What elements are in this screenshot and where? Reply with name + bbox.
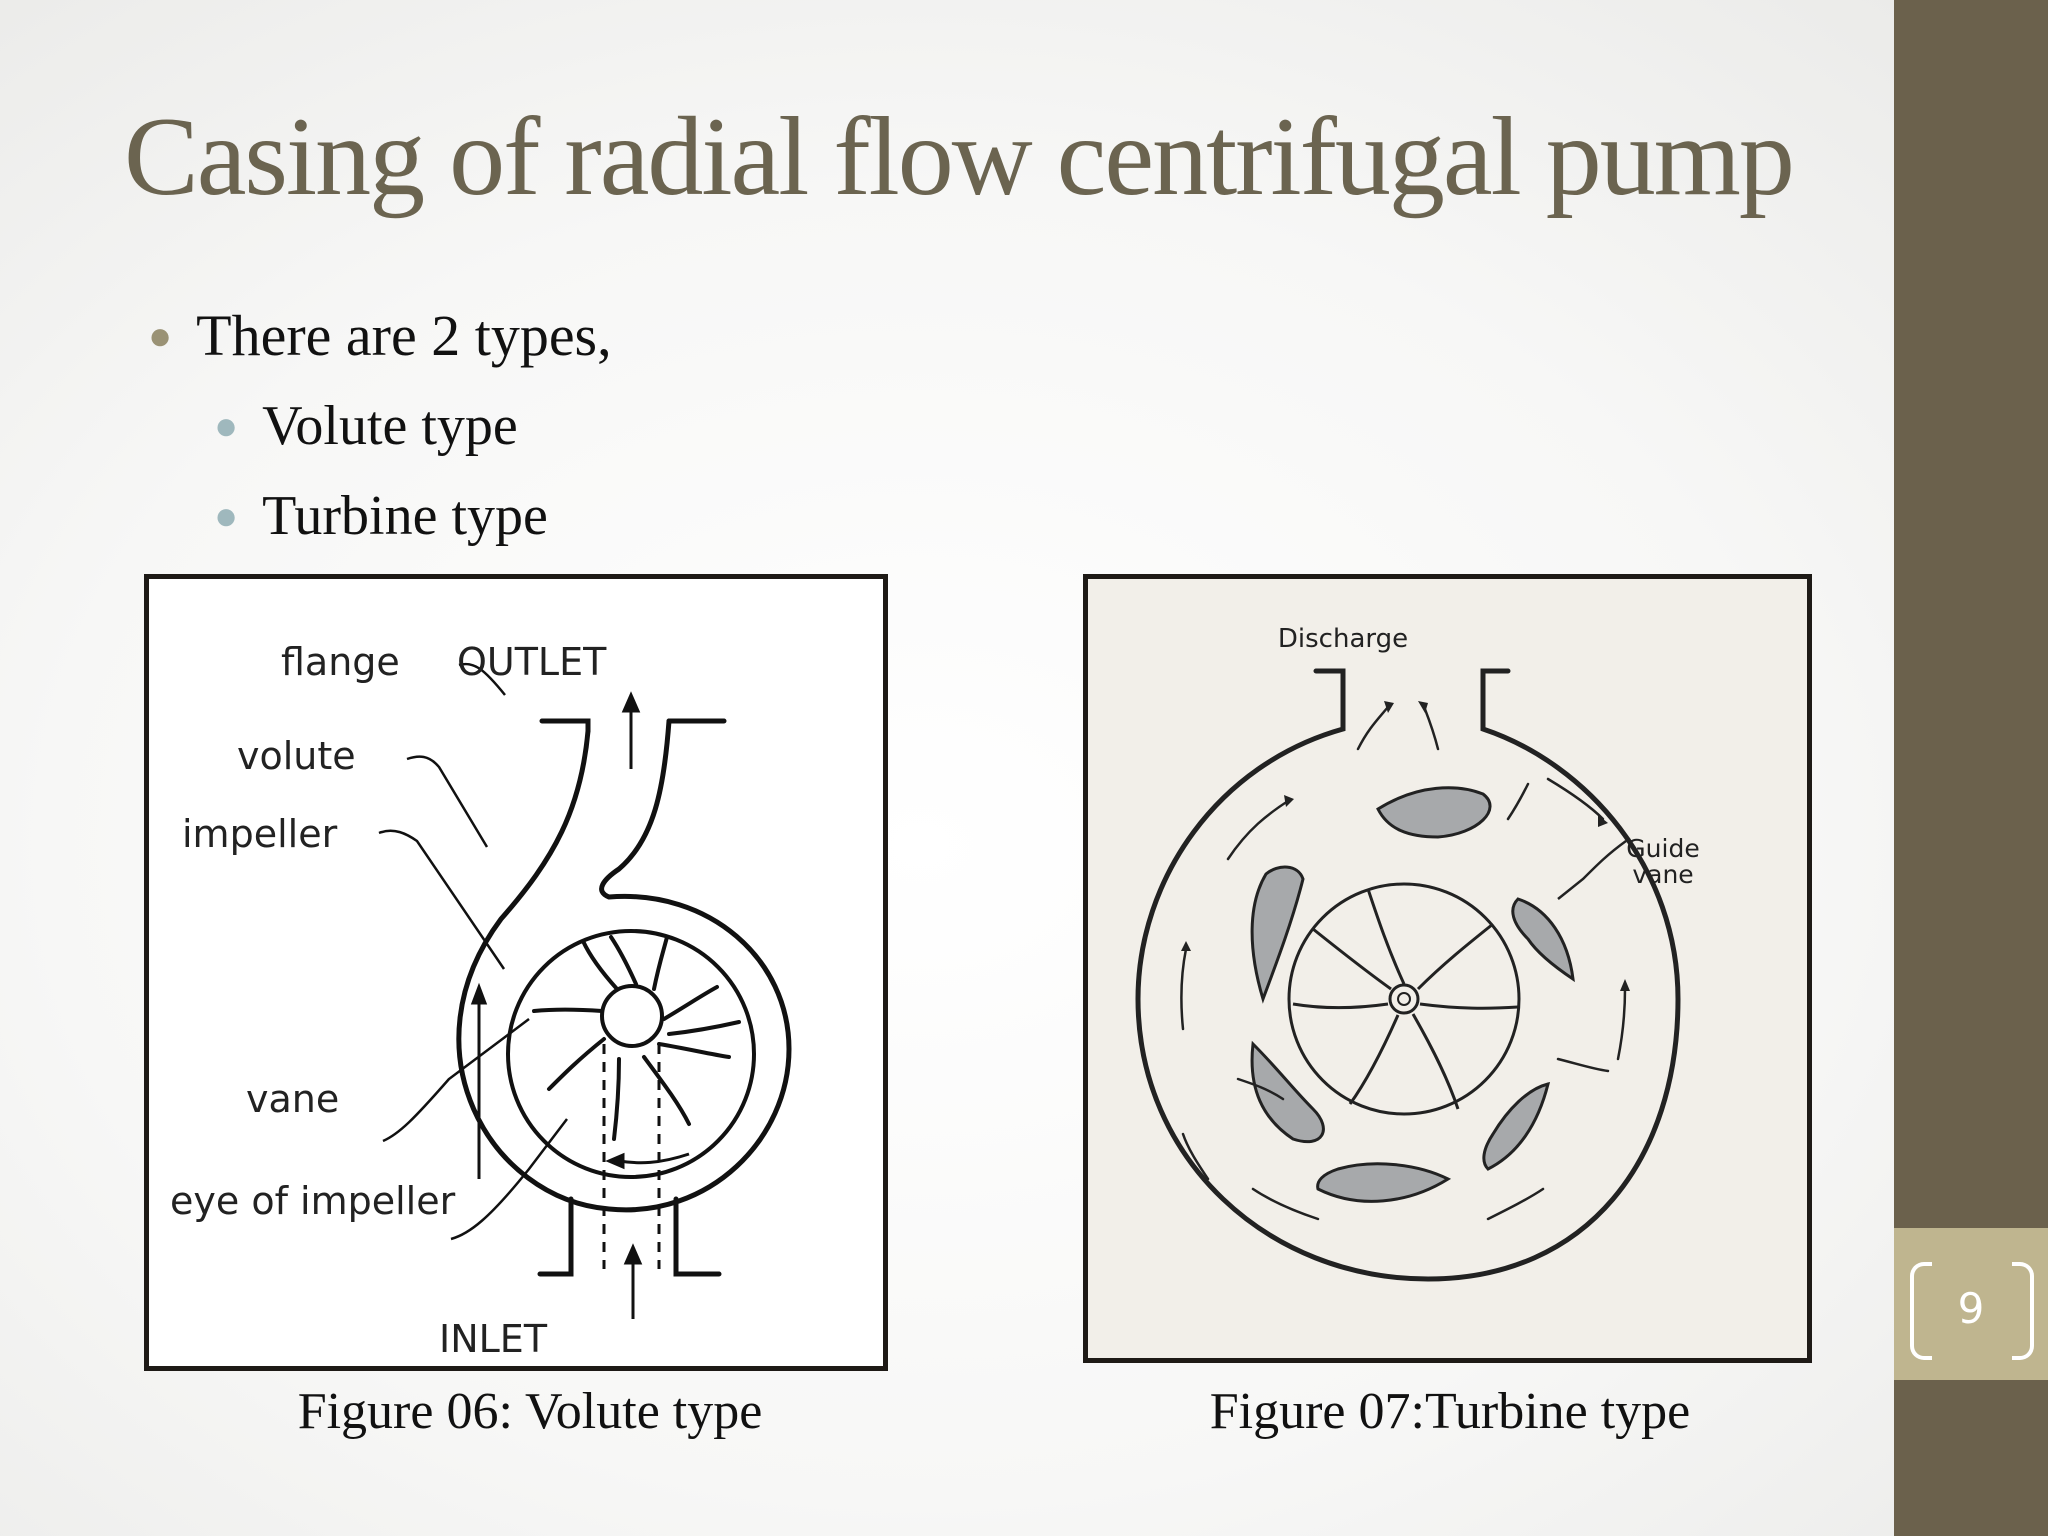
slide-title: Casing of radial flow centrifugal pump <box>124 95 1795 219</box>
outlet-label: OUTLET <box>457 640 607 684</box>
page-bracket-right <box>2012 1262 2034 1360</box>
guide-vane-label-line1: Guide <box>1626 834 1699 863</box>
sub-bullet-item: ● Volute type <box>214 394 518 458</box>
bullet-dot: ● <box>148 313 173 359</box>
bullet-dot: ● <box>214 492 239 538</box>
figure-caption-turbine: Figure 07:Turbine type <box>1209 1383 1691 1440</box>
guide-vane-label-line2: vane <box>1632 860 1693 889</box>
turbine-pump-diagram: Discharge Guide vane <box>1135 624 1700 1282</box>
vane-label: vane <box>246 1077 339 1121</box>
volute-pump-figure: flange OUTLET volute impeller vane eye o… <box>144 574 888 1371</box>
bullet-text: There are 2 types, <box>196 303 612 368</box>
volute-label: volute <box>237 734 356 778</box>
bullet-dot: ● <box>214 402 239 448</box>
turbine-pump-figure: Discharge Guide vane <box>1083 574 1812 1363</box>
discharge-label: Discharge <box>1278 624 1408 654</box>
bullet-item: ● There are 2 types, <box>148 302 612 369</box>
inlet-label: INLET <box>439 1317 548 1361</box>
bullet-text: Turbine type <box>262 485 548 547</box>
eye-of-impeller-label: eye of impeller <box>170 1179 456 1223</box>
flange-label: flange <box>281 640 400 684</box>
sub-bullet-item: ● Turbine type <box>214 484 548 548</box>
page-bracket-left <box>1910 1262 1932 1360</box>
impeller-label: impeller <box>182 812 338 856</box>
bullet-text: Volute type <box>262 395 518 457</box>
figure-caption-volute: Figure 06: Volute type <box>297 1383 763 1440</box>
volute-pump-diagram: flange OUTLET volute impeller vane eye o… <box>170 640 792 1361</box>
page-number: 9 <box>1957 1284 1985 1333</box>
